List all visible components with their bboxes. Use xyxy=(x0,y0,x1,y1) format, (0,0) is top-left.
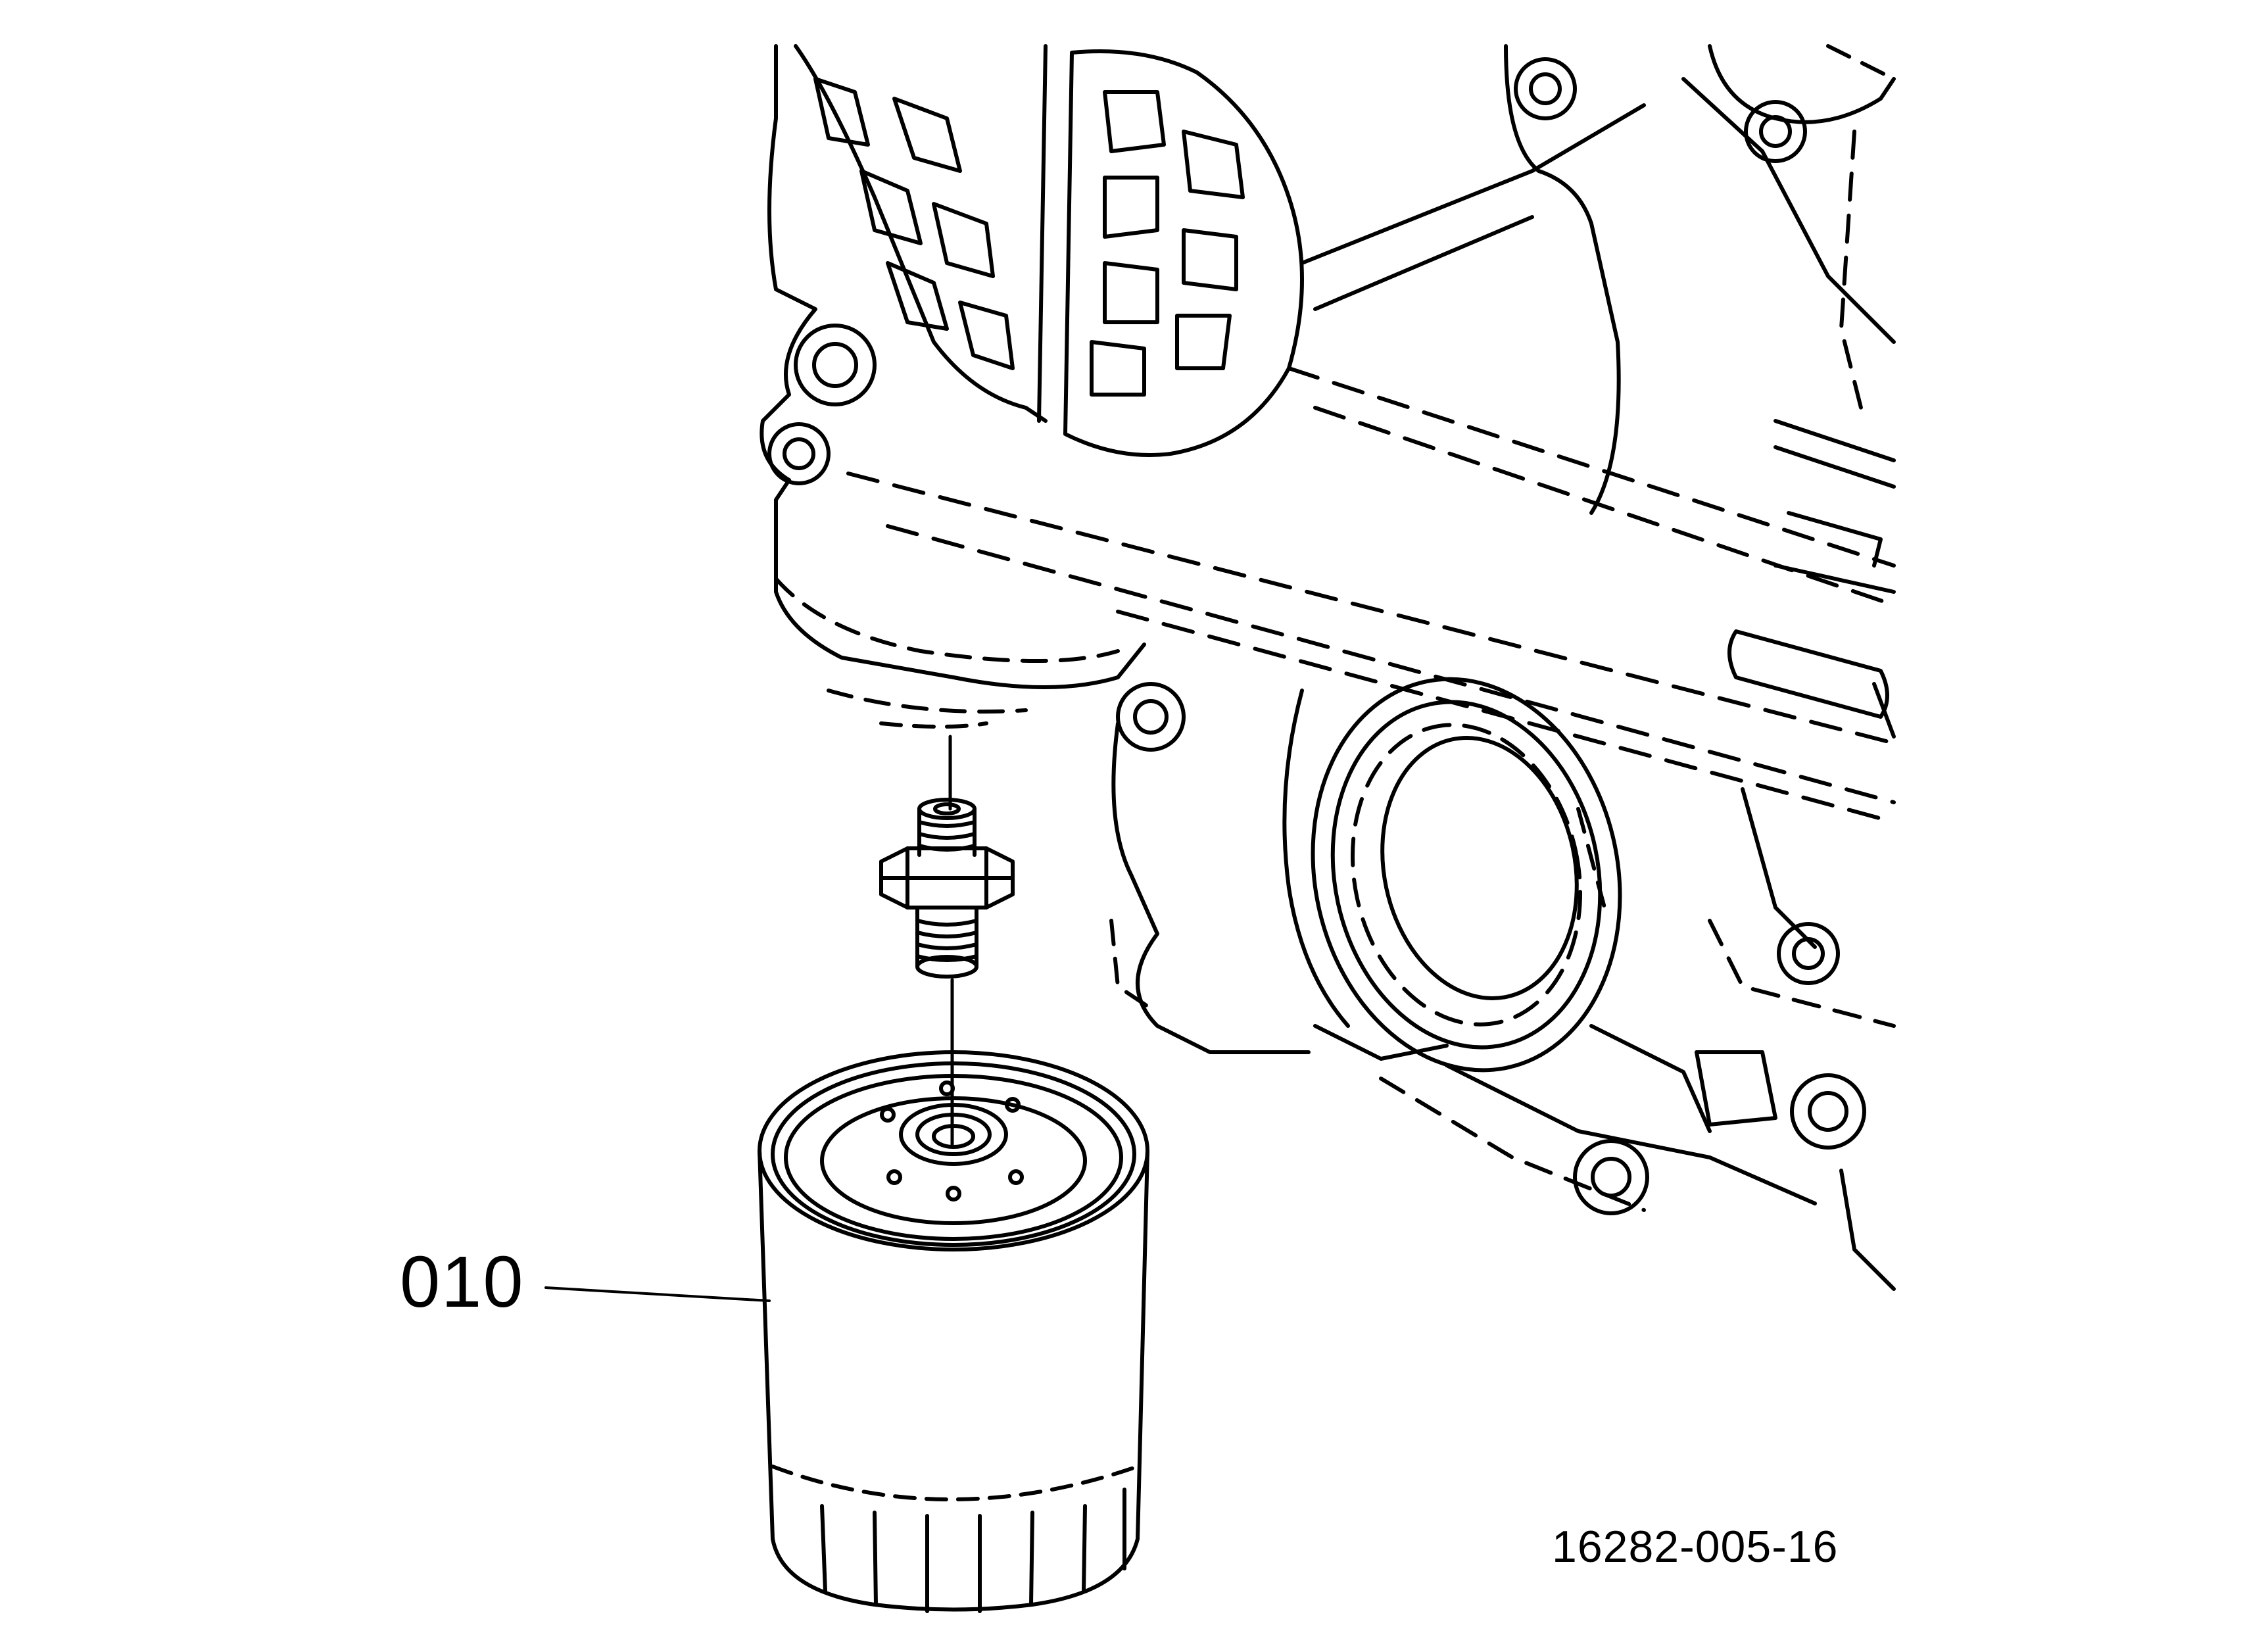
part-number-label: 010 xyxy=(400,1242,525,1322)
engine-block xyxy=(760,44,1896,1291)
figure-id-label: 16282-005-16 xyxy=(1552,1522,1839,1572)
part-leader-line xyxy=(544,1286,771,1302)
threaded-nipple xyxy=(879,798,1015,979)
oil-filter xyxy=(758,1050,1149,1613)
